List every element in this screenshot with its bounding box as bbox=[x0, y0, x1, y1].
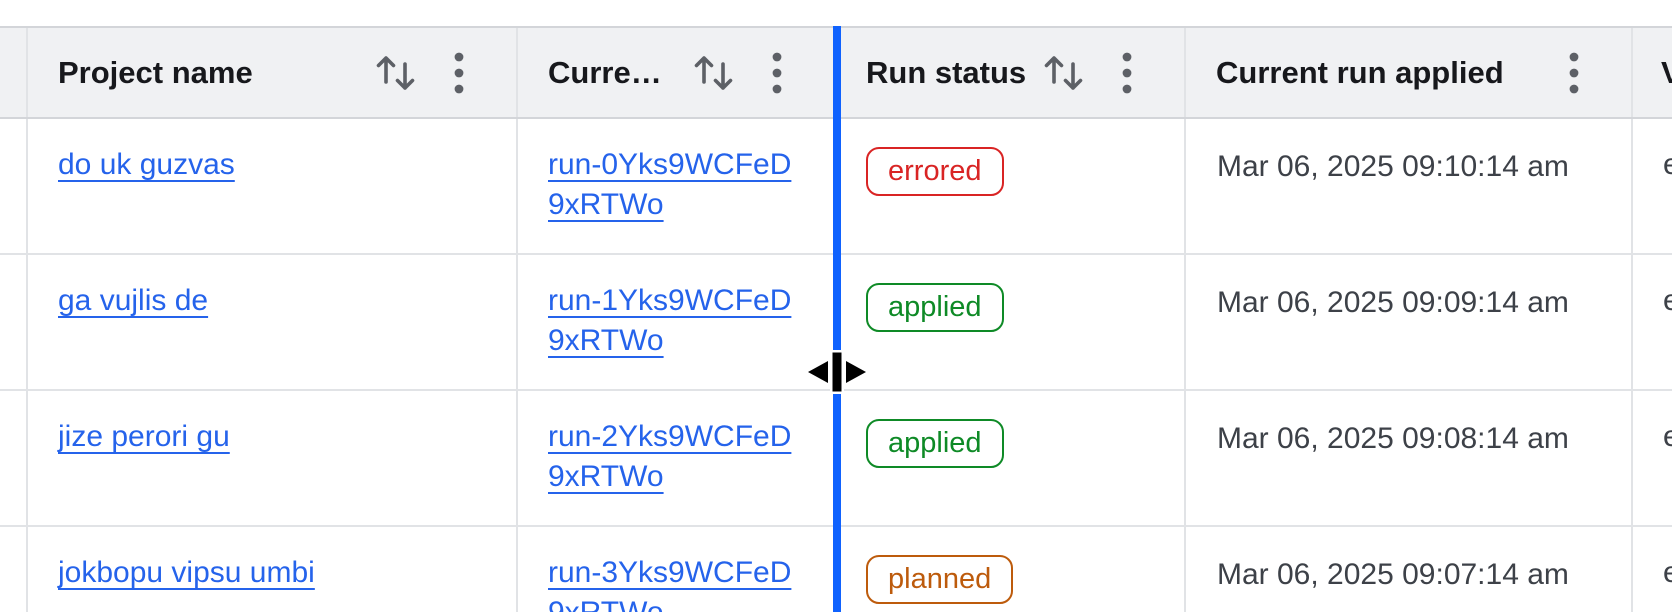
cell-truncated: e bbox=[1633, 527, 1672, 612]
header-cell-empty bbox=[0, 28, 28, 117]
column-menu-button-project-name[interactable] bbox=[454, 51, 464, 95]
status-badge: applied bbox=[866, 283, 1004, 332]
truncated-cell-text: e bbox=[1663, 556, 1672, 589]
sort-button-project-name[interactable] bbox=[374, 50, 418, 96]
column-label-current-run: Curren… bbox=[548, 54, 680, 90]
run-id-line1: run-1Yks9WCFeD bbox=[548, 284, 792, 317]
applied-timestamp: Mar 06, 2025 09:10:14 am bbox=[1217, 150, 1569, 183]
run-link[interactable]: run-2Yks9WCFeD 9xRTWo bbox=[548, 420, 791, 493]
cell-truncated: e bbox=[1633, 255, 1672, 389]
applied-timestamp: Mar 06, 2025 09:09:14 am bbox=[1217, 286, 1569, 319]
header-cell-current-run-applied: Current run applied bbox=[1186, 28, 1633, 117]
project-link[interactable]: ga vujlis de bbox=[58, 284, 209, 317]
applied-timestamp: Mar 06, 2025 09:08:14 am bbox=[1217, 422, 1569, 455]
header-cell-project-name: Project name bbox=[28, 28, 518, 117]
sort-arrows-icon bbox=[692, 50, 736, 96]
sort-arrows-icon bbox=[374, 50, 418, 96]
cell-applied-date: Mar 06, 2025 09:07:14 am bbox=[1186, 527, 1633, 612]
cell-run-status: applied bbox=[836, 391, 1186, 525]
column-label-run-status: Run status bbox=[866, 54, 1027, 90]
column-menu-button-run-status[interactable] bbox=[1122, 51, 1132, 95]
cell-empty bbox=[0, 119, 28, 253]
cell-run-status: applied bbox=[836, 255, 1186, 389]
project-link[interactable]: do uk guzvas bbox=[58, 148, 235, 181]
truncated-cell-text: e bbox=[1663, 284, 1672, 317]
cell-truncated: e bbox=[1633, 391, 1672, 525]
run-id-line2: 9xRTWo bbox=[548, 324, 664, 357]
column-label-current-run-applied: Current run applied bbox=[1216, 54, 1504, 90]
kebab-menu-icon bbox=[1569, 51, 1579, 95]
status-badge: planned bbox=[866, 555, 1014, 604]
cell-applied-date: Mar 06, 2025 09:08:14 am bbox=[1186, 391, 1633, 525]
run-id-line1: run-0Yks9WCFeD bbox=[548, 148, 792, 181]
status-badge: applied bbox=[866, 419, 1004, 468]
cell-run-status: planned bbox=[836, 527, 1186, 612]
column-menu-button-current-run-applied[interactable] bbox=[1569, 51, 1579, 95]
run-id-line2: 9xRTWo bbox=[548, 596, 664, 612]
run-link[interactable]: run-3Yks9WCFeD 9xRTWo bbox=[548, 556, 791, 612]
cell-current-run: run-2Yks9WCFeD 9xRTWo bbox=[518, 391, 836, 525]
header-cell-truncated: V bbox=[1633, 28, 1672, 117]
cell-project: jize perori gu bbox=[28, 391, 518, 525]
cell-empty bbox=[0, 255, 28, 389]
header-cell-run-status: Run status bbox=[836, 28, 1186, 117]
run-id-line1: run-3Yks9WCFeD bbox=[548, 556, 792, 589]
run-link[interactable]: run-1Yks9WCFeD 9xRTWo bbox=[548, 284, 791, 357]
kebab-menu-icon bbox=[772, 51, 782, 95]
cell-applied-date: Mar 06, 2025 09:09:14 am bbox=[1186, 255, 1633, 389]
cell-current-run: run-1Yks9WCFeD 9xRTWo bbox=[518, 255, 836, 389]
cell-project: jokbopu vipsu umbi bbox=[28, 527, 518, 612]
cell-run-status: errored bbox=[836, 119, 1186, 253]
column-resize-indicator[interactable] bbox=[833, 26, 841, 612]
sort-button-current-run[interactable] bbox=[692, 50, 736, 96]
column-menu-button-current-run[interactable] bbox=[772, 51, 782, 95]
cell-empty bbox=[0, 391, 28, 525]
run-id-line2: 9xRTWo bbox=[548, 460, 664, 493]
header-cell-current-run: Curren… bbox=[518, 28, 836, 117]
run-link[interactable]: run-0Yks9WCFeD 9xRTWo bbox=[548, 148, 791, 221]
cell-applied-date: Mar 06, 2025 09:10:14 am bbox=[1186, 119, 1633, 253]
cell-current-run: run-0Yks9WCFeD 9xRTWo bbox=[518, 119, 836, 253]
run-id-line2: 9xRTWo bbox=[548, 188, 664, 221]
truncated-cell-text: e bbox=[1663, 420, 1672, 453]
kebab-menu-icon bbox=[454, 51, 464, 95]
project-link[interactable]: jize perori gu bbox=[58, 420, 230, 453]
kebab-menu-icon bbox=[1122, 51, 1132, 95]
cell-empty bbox=[0, 527, 28, 612]
run-id-line1: run-2Yks9WCFeD bbox=[548, 420, 792, 453]
project-link[interactable]: jokbopu vipsu umbi bbox=[58, 556, 315, 589]
cell-current-run: run-3Yks9WCFeD 9xRTWo bbox=[518, 527, 836, 612]
sort-arrows-icon bbox=[1042, 50, 1086, 96]
cell-project: ga vujlis de bbox=[28, 255, 518, 389]
column-label-project-name: Project name bbox=[58, 54, 253, 90]
status-badge: errored bbox=[866, 147, 1004, 196]
column-label-truncated: V bbox=[1661, 55, 1672, 91]
cell-project: do uk guzvas bbox=[28, 119, 518, 253]
truncated-cell-text: e bbox=[1663, 148, 1672, 181]
sort-button-run-status[interactable] bbox=[1042, 50, 1086, 96]
applied-timestamp: Mar 06, 2025 09:07:14 am bbox=[1217, 558, 1569, 591]
cell-truncated: e bbox=[1633, 119, 1672, 253]
